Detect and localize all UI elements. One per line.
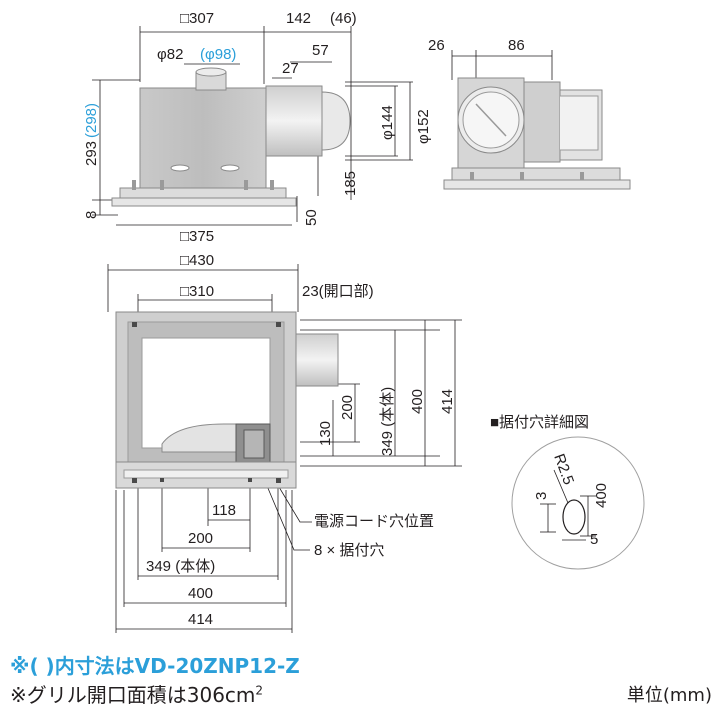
dim-349-body-horizontal: 349 (本体) [146, 558, 215, 575]
dim-sq307: □307 [180, 10, 214, 27]
dim-118: 118 [212, 502, 236, 519]
dim-130: 130 [317, 421, 334, 446]
dim-400-horizontal: 400 [188, 585, 213, 602]
callout-power-cord-hole: 電源コード穴位置 [314, 513, 434, 530]
dim-phi152: φ152 [415, 109, 432, 144]
dim-27: 27 [282, 60, 299, 77]
dim-298: (298) [83, 103, 100, 138]
dim-46: (46) [330, 10, 357, 27]
dim-293: 293 [83, 141, 100, 166]
unit-label: 単位(mm) [626, 685, 712, 706]
dim-phi82: φ82 [157, 46, 183, 63]
dim-57: 57 [312, 42, 329, 59]
front-view: □307 142 (46) φ82 (φ98) 57 27 293 (298) … [83, 10, 432, 245]
dim-23-opening: 23(開口部) [302, 283, 374, 300]
dim-3: 3 [533, 492, 550, 500]
dim-414-vertical: 414 [439, 389, 456, 414]
dim-26: 26 [428, 37, 445, 54]
dim-400-vertical: 400 [409, 389, 426, 414]
dim-185: 185 [342, 171, 359, 196]
dim-414-horizontal: 414 [188, 611, 213, 628]
note-grill-opening-area: ※グリル開口面積は306cm2 [10, 683, 264, 707]
dim-sq375: □375 [180, 228, 214, 245]
dim-349-body-vertical: 349 (本体) [379, 387, 396, 456]
dim-phi98: (φ98) [200, 46, 236, 63]
detail-title: ■据付穴詳細図 [490, 414, 589, 431]
mounting-hole-detail: ■据付穴詳細図 R2.5 400 3 5 [490, 414, 645, 570]
dim-400-detail: 400 [593, 483, 610, 508]
dim-200-horizontal: 200 [188, 530, 213, 547]
dim-sq430: □430 [180, 252, 214, 269]
callout-mounting-holes: 8 × 据付穴 [314, 542, 384, 559]
side-view: 26 86 [428, 37, 631, 190]
note-parenthesized-dimensions: ※( )内寸法はVD-20ZNP12-Z [10, 654, 300, 678]
bottom-view: □430 □310 23(開口部) 200 130 349 (本体) 400 4… [107, 252, 462, 633]
dim-50: 50 [303, 209, 320, 226]
dim-8: 8 [83, 211, 100, 219]
dim-200-vertical: 200 [339, 395, 356, 420]
dim-142: 142 [286, 10, 311, 27]
dim-5: 5 [590, 531, 598, 548]
dim-sq310: □310 [180, 283, 214, 300]
dim-phi144: φ144 [379, 105, 396, 140]
dim-86: 86 [508, 37, 525, 54]
